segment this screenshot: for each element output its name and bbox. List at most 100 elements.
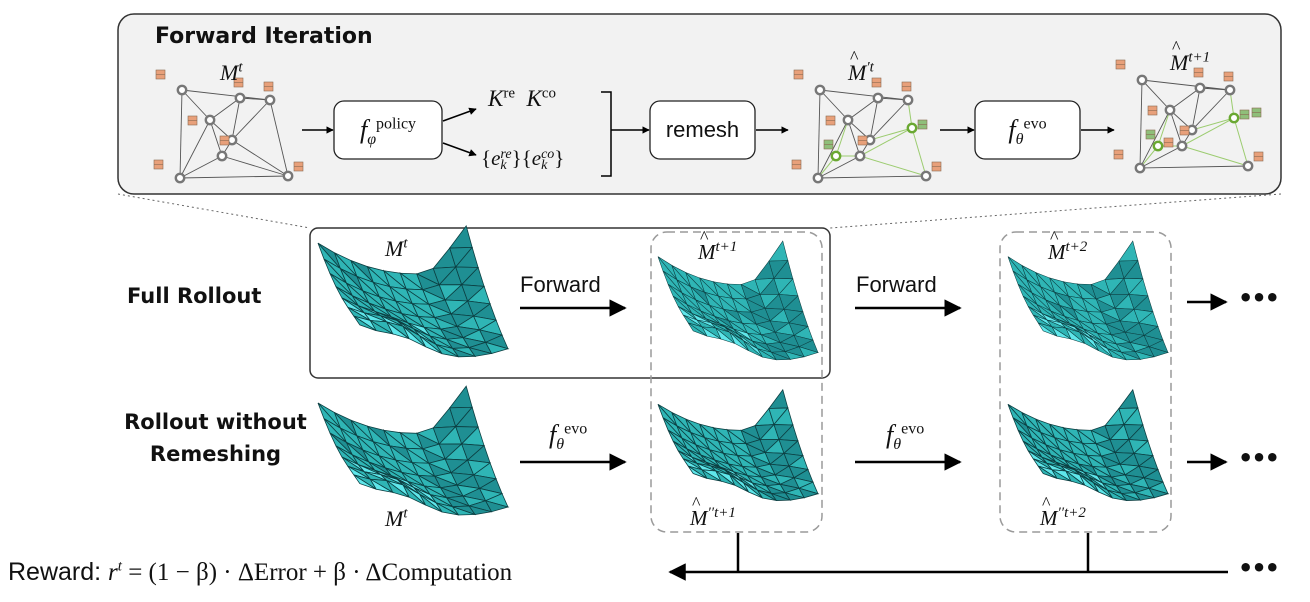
mesh-face bbox=[448, 225, 473, 249]
graph-node bbox=[814, 84, 826, 96]
graph-edge bbox=[817, 155, 861, 179]
mesh-mt1 bbox=[657, 240, 819, 361]
mesh-label-mpp-t1: M′′t+1 bbox=[690, 493, 736, 531]
graph-edge bbox=[817, 175, 927, 179]
mesh-face bbox=[484, 341, 510, 354]
mesh-face bbox=[798, 487, 820, 499]
graph-edge bbox=[1169, 87, 1201, 111]
continuation-dots-1: ••• bbox=[1238, 284, 1280, 312]
graph-edge-new bbox=[835, 119, 849, 157]
mesh-face bbox=[757, 348, 777, 361]
graph-edge bbox=[179, 155, 223, 179]
dashed-box-t2 bbox=[999, 231, 1172, 533]
graph-node bbox=[1176, 140, 1188, 152]
graph-node bbox=[1242, 160, 1254, 172]
evo-label-row-1: fθevo bbox=[549, 420, 588, 454]
graph-node bbox=[264, 94, 276, 106]
mesh-face bbox=[353, 315, 377, 332]
graph-node bbox=[176, 84, 188, 96]
mesh-face bbox=[451, 347, 476, 358]
mesh-mt2 bbox=[1007, 240, 1169, 361]
mesh-face bbox=[419, 335, 443, 355]
mesh-face bbox=[386, 480, 410, 498]
mesh-face bbox=[687, 465, 708, 479]
graph-edge bbox=[209, 119, 223, 157]
evo-label-row-2: fθevo bbox=[886, 420, 925, 454]
graph-edge bbox=[1191, 89, 1231, 131]
mesh-face bbox=[784, 351, 805, 360]
graph-edge bbox=[181, 89, 211, 121]
mesh-face bbox=[1037, 465, 1058, 479]
graph-mt bbox=[153, 69, 304, 184]
graph-label-mprime: M′t bbox=[848, 47, 874, 86]
graph-node bbox=[216, 150, 228, 162]
row-label-without-1: Rollout without bbox=[124, 410, 307, 434]
graph-edge-new bbox=[1181, 145, 1249, 167]
graph-node bbox=[174, 172, 186, 184]
mesh-label-mt2: Mt+2 bbox=[1048, 227, 1087, 265]
graph-edge-new bbox=[869, 127, 913, 141]
graph-edge bbox=[847, 119, 861, 157]
mesh-face bbox=[484, 500, 510, 513]
graph-edge bbox=[181, 89, 271, 101]
graph-node bbox=[1194, 82, 1206, 94]
mesh-mt-top bbox=[317, 225, 510, 358]
graph-node bbox=[1134, 162, 1146, 174]
arrow-policy-to-k bbox=[442, 107, 477, 122]
graph-node bbox=[1136, 74, 1148, 86]
graph-edge bbox=[869, 99, 909, 141]
row-label-without-2: Remeshing bbox=[149, 442, 282, 466]
mesh-face bbox=[1079, 474, 1099, 493]
graph-edge bbox=[179, 175, 289, 179]
graph-mprime bbox=[791, 69, 942, 184]
remesh-label: remesh bbox=[665, 117, 740, 142]
dashed-box-t1 bbox=[650, 231, 823, 533]
forward-label-2: Forward bbox=[856, 272, 937, 297]
mesh-face bbox=[402, 484, 426, 506]
graph-edge bbox=[817, 89, 821, 179]
continuation-dots-2: ••• bbox=[1238, 444, 1280, 472]
mesh-mpp-t1 bbox=[657, 388, 820, 501]
mesh-face bbox=[468, 346, 492, 357]
evo-box bbox=[974, 100, 1081, 160]
graph-edge bbox=[179, 89, 183, 179]
graph-edge-new bbox=[1181, 117, 1235, 147]
graph-edge bbox=[1141, 79, 1171, 111]
mesh-face bbox=[1120, 351, 1141, 361]
graph-edge bbox=[269, 99, 289, 177]
mesh-face bbox=[1065, 470, 1086, 486]
graph-edge bbox=[819, 89, 849, 121]
graph-label-mt: Mt bbox=[220, 59, 243, 85]
mesh-label-mpp-t2: M′′t+2 bbox=[1040, 493, 1086, 531]
mesh-face bbox=[1120, 492, 1141, 501]
full-rollout-box bbox=[309, 227, 831, 379]
graph-edge bbox=[1139, 165, 1249, 169]
policy-label: fφpolicy bbox=[359, 115, 417, 149]
reward-text: Reward: rt = (1 − β) · ΔError + β · ΔCom… bbox=[8, 558, 513, 586]
graph-edge-new bbox=[1233, 117, 1249, 167]
graph-node-new bbox=[830, 150, 842, 162]
mesh-label-mt1: Mt+1 bbox=[698, 227, 737, 265]
graph-edge bbox=[231, 97, 241, 141]
zoom-line-right bbox=[829, 193, 1282, 229]
graph-edge bbox=[1191, 87, 1201, 131]
mesh-face bbox=[798, 346, 819, 358]
k-labels: Kre Kco bbox=[488, 85, 557, 111]
graph-edge bbox=[1141, 79, 1231, 91]
graph-node bbox=[1164, 104, 1176, 116]
zoom-line-left bbox=[117, 193, 311, 229]
mesh-face bbox=[386, 321, 410, 340]
mesh-face bbox=[1118, 240, 1139, 262]
mesh-face bbox=[369, 319, 393, 335]
mesh-face bbox=[1051, 326, 1072, 340]
mesh-face bbox=[451, 505, 476, 516]
mesh-face bbox=[448, 385, 473, 409]
policy-box bbox=[333, 100, 443, 160]
graph-edge-new bbox=[911, 127, 927, 177]
mesh-face bbox=[1148, 487, 1170, 499]
mesh-face bbox=[402, 326, 426, 348]
mesh-face bbox=[1148, 346, 1169, 358]
graph-edge bbox=[1169, 109, 1183, 147]
